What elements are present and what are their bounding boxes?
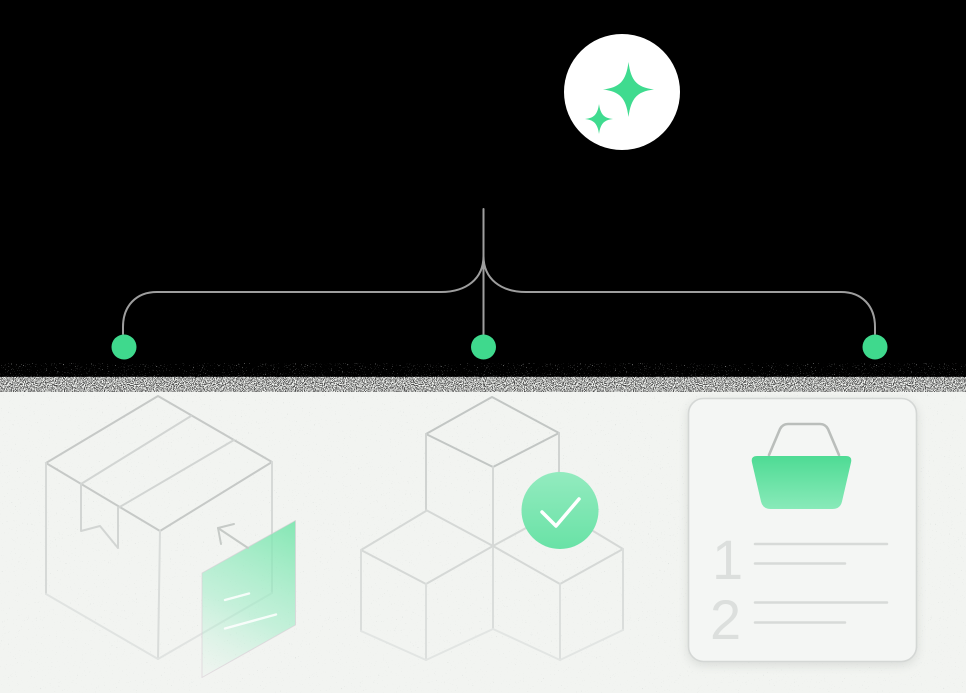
label-text-line (223, 592, 251, 602)
basket-body (751, 456, 852, 509)
checklist-card: 1 2 (687, 397, 918, 663)
left-cube-top-face (360, 510, 494, 585)
branch-connector (122, 208, 876, 336)
card-surface (687, 397, 918, 663)
step-number-1: 1 (712, 528, 743, 591)
grain-texture (0, 363, 966, 377)
package-box-illustration (45, 395, 296, 678)
stacked-cubes-illustration (360, 396, 624, 661)
connector-left-branch (122, 255, 485, 335)
box-tape-line-b (117, 439, 235, 509)
connector-right-branch (482, 255, 876, 335)
shipping-label (201, 520, 296, 678)
step-list: 1 2 (710, 528, 889, 651)
branch-dot-right (862, 334, 888, 360)
list-lines (753, 542, 889, 624)
left-cube-bottom-edges (360, 628, 494, 661)
right-cube-bottom-edges (492, 628, 624, 661)
check-circle-icon (521, 472, 599, 549)
basket-icon (751, 422, 852, 509)
label-text-line (223, 613, 278, 630)
box-front-edge (157, 530, 161, 660)
branch-dot-center (471, 334, 496, 360)
basket-handle (767, 422, 841, 457)
box-ribbon (80, 483, 119, 549)
sparkles-icon (585, 62, 654, 134)
box-tape-line-a (80, 415, 192, 485)
step-number-2: 2 (710, 588, 741, 651)
sparkle-badge (564, 34, 680, 150)
checkmark-icon (540, 497, 581, 528)
branch-dot-left (111, 334, 137, 360)
arrow-up-left-icon (217, 523, 249, 549)
grain-texture (0, 376, 966, 392)
